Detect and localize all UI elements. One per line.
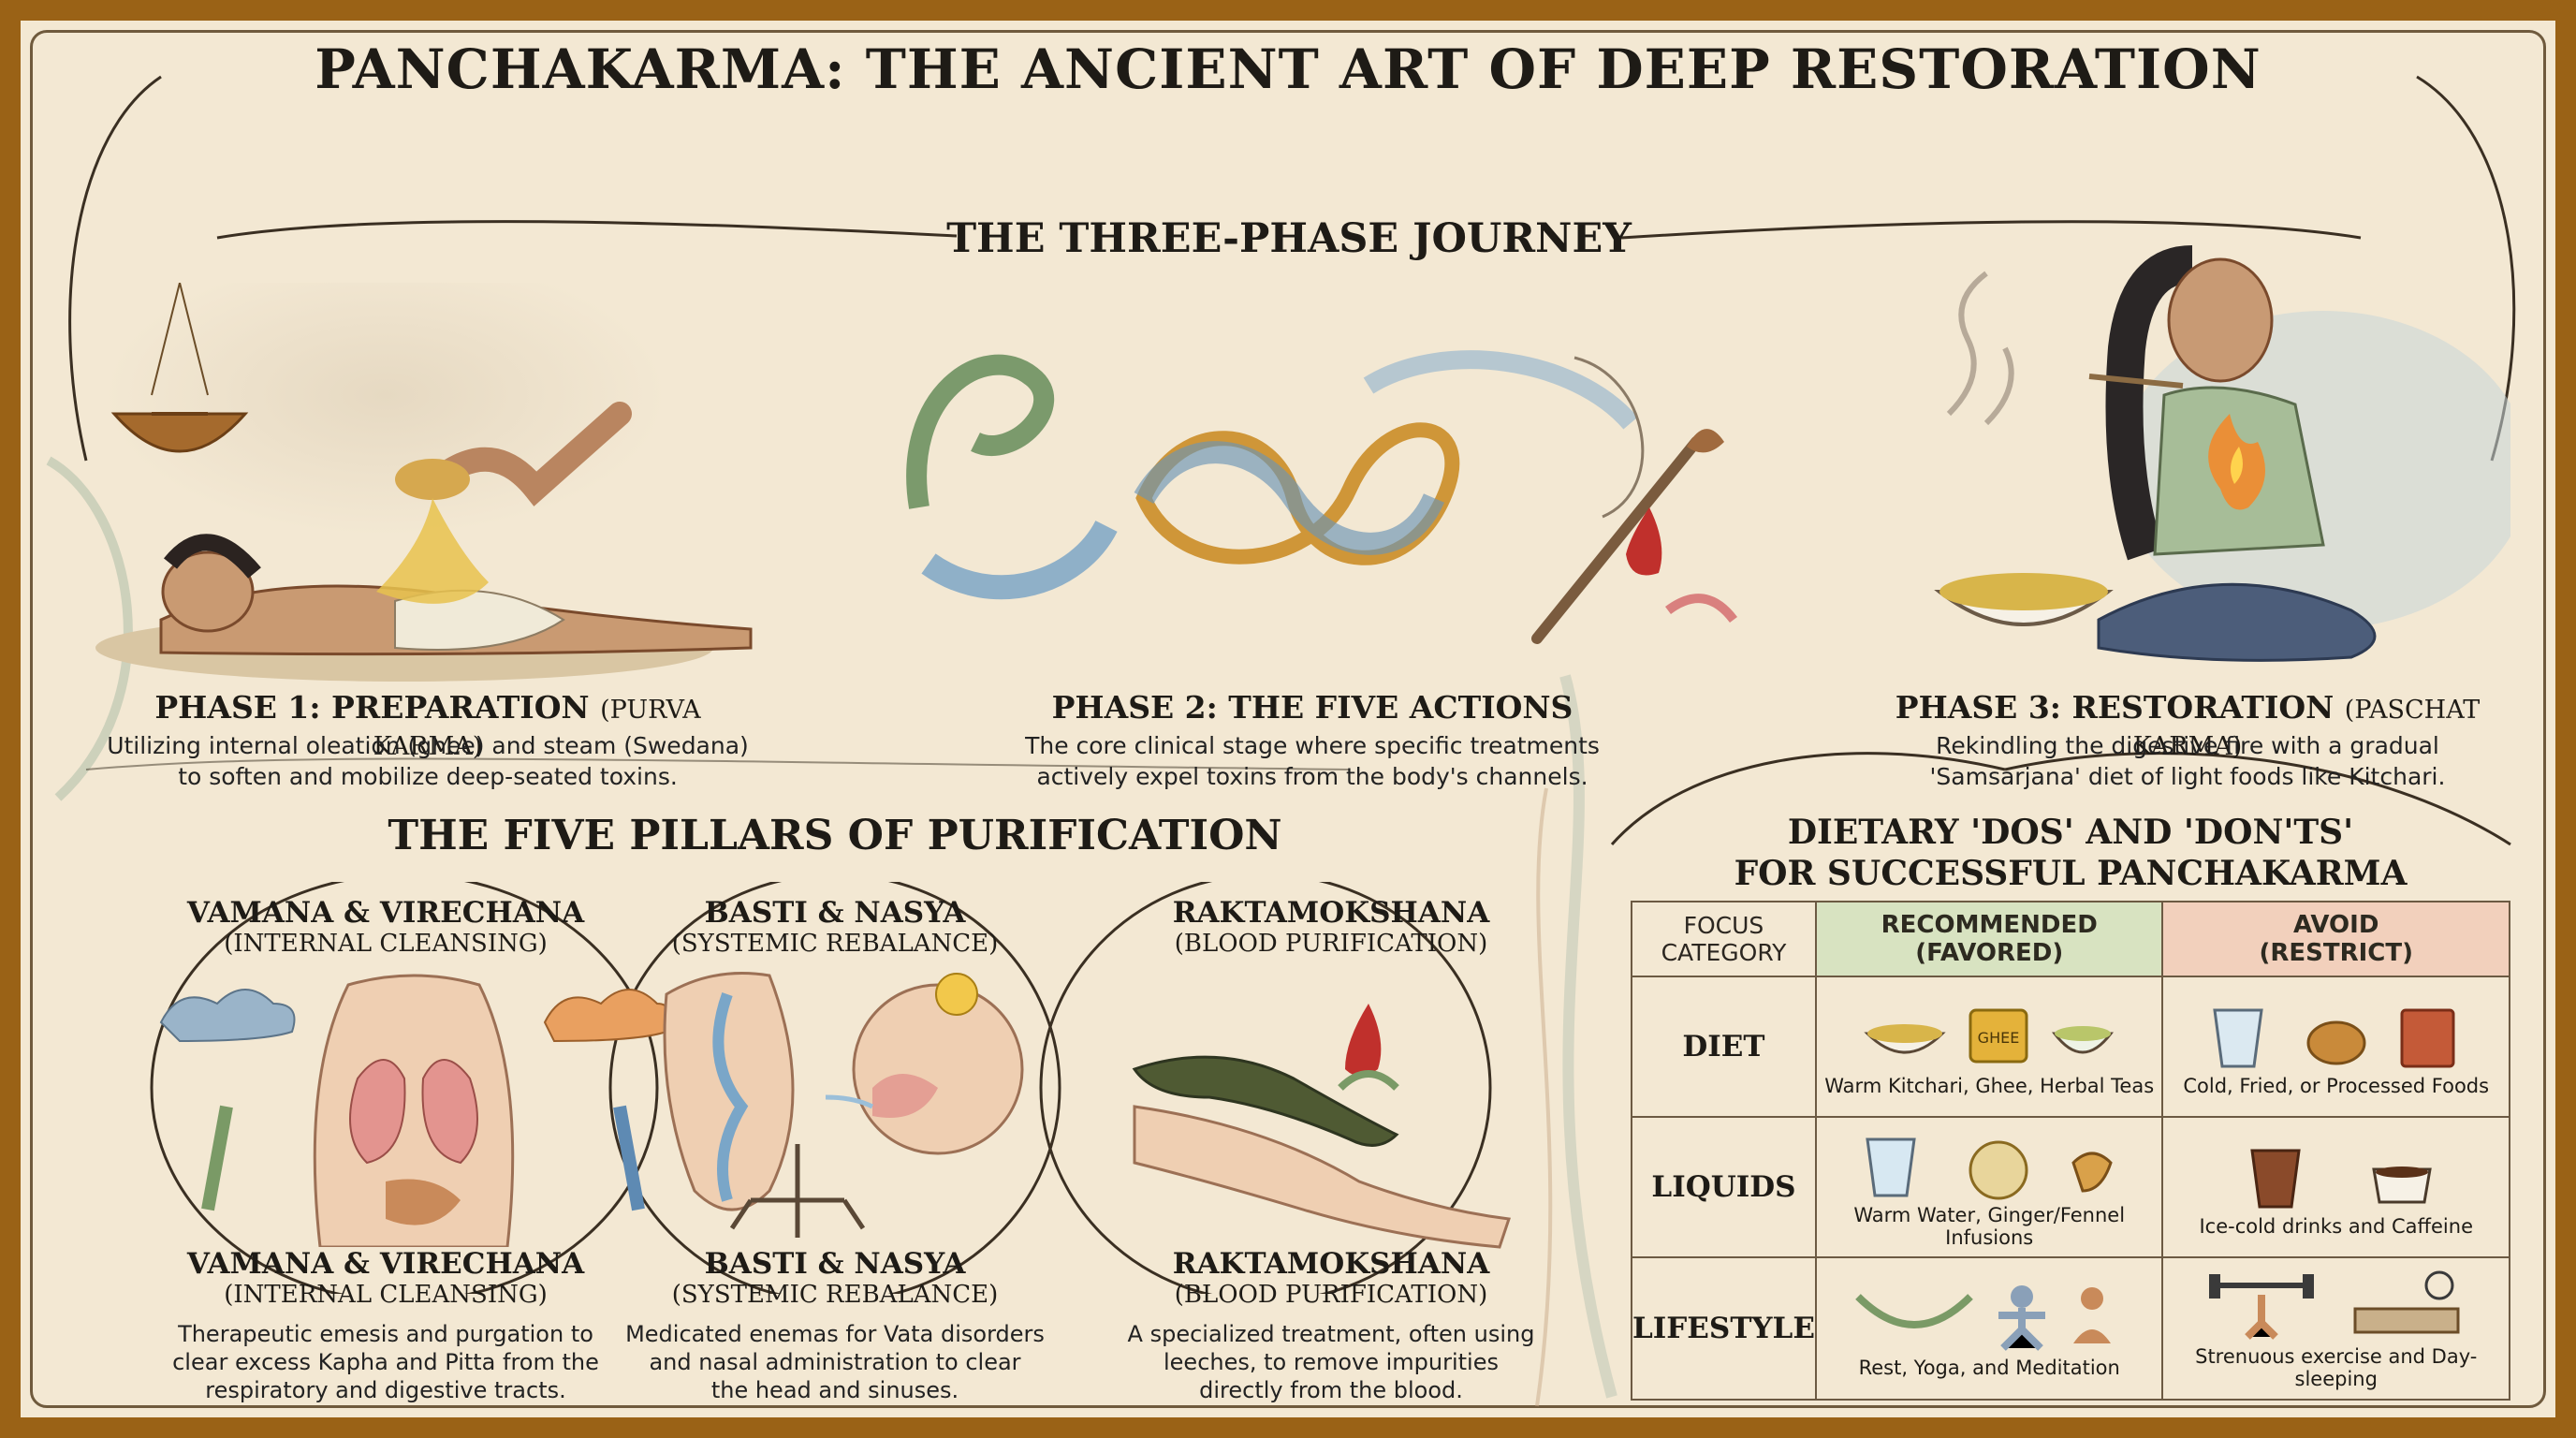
category-lifestyle: LIFESTYLE <box>1631 1256 1817 1401</box>
table-row: LIFESTYLE Rest, Yoga, and Meditation <box>1631 1256 2510 1401</box>
pillar-1-name: VAMANA & VIRECHANA <box>186 1247 585 1281</box>
restoration-meal-illustration <box>1934 245 2510 662</box>
liquids-avoid-caption: Ice-cold drinks and Caffeine <box>2199 1215 2473 1238</box>
pillar-1-line: clear excess Kapha and Pitta from the <box>172 1349 599 1375</box>
warm-water-ginger-icon <box>1866 1137 2113 1200</box>
pillar-1-description: Therapeutic emesis and purgation to clea… <box>124 1320 648 1404</box>
diet-heading: DIETARY 'DOS' AND 'DON'TS' FOR SUCCESSFU… <box>1631 812 2510 894</box>
pillar-3-description: A specialized treatment, often using lee… <box>1088 1320 1574 1404</box>
phase-1-name: PHASE 1: PREPARATION <box>154 689 590 726</box>
table-row: LIQUIDS Warm Water, Ginger/Fennel Infusi… <box>1631 1116 2510 1258</box>
five-actions-infinity-illustration <box>906 350 1737 644</box>
phase-1-line: Utilizing internal oleation (ghee) and s… <box>107 732 749 759</box>
journey-heading: THE THREE-PHASE JOURNEY <box>946 215 1632 262</box>
diet-avoid-caption: Cold, Fried, or Processed Foods <box>2183 1075 2490 1097</box>
lifestyle-recommended-caption: Rest, Yoga, and Meditation <box>1858 1357 2120 1379</box>
pillar-2-line: Medicated enemas for Vata disorders <box>625 1321 1045 1347</box>
pillar-1-line: respiratory and digestive tracts. <box>205 1377 566 1403</box>
phase-2-title: PHASE 2: THE FIVE ACTIONS <box>1051 689 1573 726</box>
pillar-2-line: and nasal administration to clear <box>649 1349 1021 1375</box>
diet-table: FOCUS CATEGORY RECOMMENDED (FAVORED) AVO… <box>1631 901 2510 1401</box>
leech-blood-illustration <box>1132 1004 1512 1249</box>
pillar-3-line: A specialized treatment, often using <box>1127 1321 1535 1347</box>
pillar-1-line: Therapeutic emesis and purgation to <box>178 1321 593 1347</box>
header-recommended-line: RECOMMENDED <box>1881 911 2098 939</box>
phase-1-description: Utilizing internal oleation (ghee) and s… <box>105 730 751 792</box>
pillar-2-top-sub: (SYSTEMIC REBALANCE) <box>671 930 999 958</box>
pillar-1-heading: VAMANA & VIRECHANA (INTERNAL CLEANSING) <box>124 1247 648 1309</box>
header-avoid-line: AVOID <box>2293 911 2379 939</box>
header-focus-category: FOCUS CATEGORY <box>1631 901 1817 977</box>
header-recommended: RECOMMENDED (FAVORED) <box>1814 901 2164 977</box>
table-header-row: FOCUS CATEGORY RECOMMENDED (FAVORED) AVO… <box>1631 901 2510 977</box>
oleation-massage-illustration <box>95 283 753 682</box>
cold-fried-processed-icon <box>2213 1008 2455 1068</box>
lifestyle-avoid-caption: Strenuous exercise and Day-sleeping <box>2195 1345 2478 1390</box>
pillar-3-name: RAKTAMOKSHANA <box>1172 1247 1490 1281</box>
header-focus-line: FOCUS <box>1683 912 1764 939</box>
ghee-jar-label: GHEE <box>1978 1029 2020 1047</box>
pillar-2-line: the head and sinuses. <box>710 1377 959 1403</box>
liquids-avoid-cell: Ice-cold drinks and Caffeine <box>2161 1116 2510 1258</box>
category-liquids: LIQUIDS <box>1631 1116 1817 1258</box>
diet-avoid-cell: Cold, Fried, or Processed Foods <box>2161 976 2510 1118</box>
pillar-3-top-name: RAKTAMOKSHANA <box>1172 896 1490 930</box>
phase-1-title: PHASE 1: PREPARATION (PURVA KARMA) <box>105 689 751 762</box>
phase-1-line: to soften and mobilize deep-seated toxin… <box>178 763 678 790</box>
pillar-1-top-heading: VAMANA & VIRECHANA (INTERNAL CLEANSING) <box>124 896 648 958</box>
pillars-heading: THE FIVE PILLARS OF PURIFICATION <box>388 812 1282 859</box>
diet-recommended-caption: Warm Kitchari, Ghee, Herbal Teas <box>1824 1075 2155 1097</box>
phase-2-line: actively expel toxins from the body's ch… <box>1036 763 1588 790</box>
pillar-2-sub: (SYSTEMIC REBALANCE) <box>671 1281 999 1309</box>
category-diet: DIET <box>1631 976 1817 1118</box>
infographic: PANCHAKARMA: THE ANCIENT ART OF DEEP RES… <box>21 21 2555 1417</box>
header-avoid: AVOID (RESTRICT) <box>2161 901 2510 977</box>
phase-1-subtitle: (PURVA KARMA) <box>373 696 701 761</box>
phase-3-name: PHASE 3: RESTORATION <box>1895 689 2334 726</box>
phase-2-description: The core clinical stage where specific t… <box>957 730 1668 792</box>
phase-3-line: 'Samsarjana' diet of light foods like Ki… <box>1929 763 2446 790</box>
phase-2-line: The core clinical stage where specific t… <box>1025 732 1600 759</box>
pillar-2-top-heading: BASTI & NASYA (SYSTEMIC REBALANCE) <box>592 896 1078 958</box>
header-recommended-line: (FAVORED) <box>1915 939 2064 967</box>
phase-3-subtitle: (PASCHAT KARMA) <box>2132 696 2481 761</box>
liquids-recommended-caption: Warm Water, Ginger/Fennel Infusions <box>1853 1204 2126 1249</box>
diet-heading-line: DIETARY 'DOS' AND 'DON'TS' <box>1787 813 2354 852</box>
diet-heading-line: FOR SUCCESSFUL PANCHAKARMA <box>1734 854 2408 893</box>
pillar-3-line: leeches, to remove impurities <box>1164 1349 1499 1375</box>
pillar-2-top-name: BASTI & NASYA <box>704 896 966 930</box>
phase-3-line: Rekindling the digestive fire with a gra… <box>1936 732 2439 759</box>
phase-3-title: PHASE 3: RESTORATION (PASCHAT KARMA) <box>1865 689 2510 762</box>
pillar-3-sub: (BLOOD PURIFICATION) <box>1174 1281 1488 1309</box>
header-avoid-line: (RESTRICT) <box>2259 939 2413 967</box>
pillar-1-sub: (INTERNAL CLEANSING) <box>224 1281 548 1309</box>
rest-yoga-meditation-icon <box>1855 1285 2112 1351</box>
phase-3-description: Rekindling the digestive fire with a gra… <box>1865 730 2510 792</box>
pillar-2-heading: BASTI & NASYA (SYSTEMIC REBALANCE) <box>592 1247 1078 1309</box>
diet-recommended-cell: GHEE Warm Kitchari, Ghee, Herbal Teas <box>1814 976 2164 1118</box>
pillar-2-name: BASTI & NASYA <box>704 1247 966 1281</box>
pillar-circles <box>150 882 1492 1294</box>
kitchari-ghee-tea-icon: GHEE <box>1864 1008 2115 1064</box>
pillar-1-top-name: VAMANA & VIRECHANA <box>186 896 585 930</box>
table-row: DIET GHEE Warm Kitchari, Ghee, Herbal Te… <box>1631 976 2510 1118</box>
lifestyle-avoid-cell: Strenuous exercise and Day-sleeping <box>2161 1256 2510 1401</box>
pillar-1-top-sub: (INTERNAL CLEANSING) <box>224 930 548 958</box>
lifestyle-recommended-cell: Rest, Yoga, and Meditation <box>1814 1256 2164 1401</box>
basti-nasya-illustration <box>663 972 1024 1238</box>
pillar-3-line: directly from the blood. <box>1199 1377 1463 1403</box>
lungs-torso-illustration <box>159 974 671 1247</box>
decorative-swirls <box>46 75 2516 1407</box>
exercise-day-sleeping-icon <box>2208 1270 2460 1340</box>
iced-drink-coffee-icon <box>2250 1149 2432 1209</box>
liquids-recommended-cell: Warm Water, Ginger/Fennel Infusions <box>1814 1116 2164 1258</box>
page-title: PANCHAKARMA: THE ANCIENT ART OF DEEP RES… <box>315 37 2261 101</box>
pillar-3-top-sub: (BLOOD PURIFICATION) <box>1174 930 1488 958</box>
pillar-3-top-heading: RAKTAMOKSHANA (BLOOD PURIFICATION) <box>1088 896 1574 958</box>
pillar-2-description: Medicated enemas for Vata disorders and … <box>592 1320 1078 1404</box>
header-focus-line: CATEGORY <box>1661 939 1787 966</box>
pillar-3-heading: RAKTAMOKSHANA (BLOOD PURIFICATION) <box>1088 1247 1574 1309</box>
